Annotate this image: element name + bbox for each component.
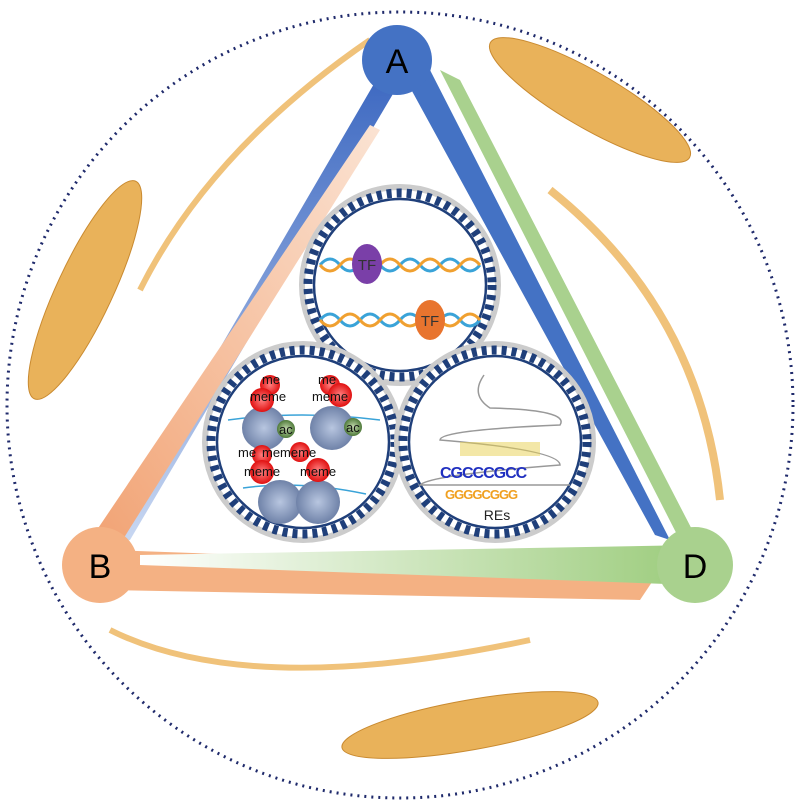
wheat-leaf (547, 186, 724, 501)
motif-logo: CGCCCGCC (440, 465, 528, 482)
tf-label: TF (421, 313, 439, 330)
node-d: D (657, 527, 733, 603)
methyl-mark: meme (244, 464, 280, 479)
node-a-label: A (386, 43, 409, 81)
outer-dotted-circle (5, 10, 795, 800)
nucleosome-icon (258, 480, 302, 524)
methyl-mark: meme (300, 464, 336, 479)
node-b-label: B (89, 548, 112, 586)
regulatory-elements-panel: CGCCCGCC GGGGCGGG REs (394, 341, 596, 543)
res-label: REs (484, 507, 510, 523)
acetyl-mark: ac (346, 420, 360, 435)
nucleosome-icon (296, 480, 340, 524)
transcription-factor-icon (415, 300, 445, 340)
wheat-leaf (108, 627, 531, 671)
tf-panel: TF TF (299, 184, 501, 386)
methyl-mark: meme (250, 389, 286, 404)
dna-strand (418, 374, 570, 486)
tf-label: TF (358, 257, 376, 274)
motif-logo: GGGGCGGG (445, 487, 518, 502)
transcription-factor-icon (352, 244, 382, 284)
dna-helix (318, 257, 482, 273)
methyl-mark: me (262, 372, 280, 387)
nucleosome-icon (310, 406, 354, 450)
methyl-mark: meme (312, 389, 348, 404)
methyl-mark: me (318, 372, 336, 387)
methyl-mark: mememe (262, 445, 316, 460)
dna-helix (318, 312, 482, 328)
edge-b-a-orange (80, 125, 380, 560)
methyl-mark: me (238, 445, 256, 460)
node-a: A (362, 25, 432, 95)
acetyl-mark: ac (279, 422, 293, 437)
wheat-ear-icon (341, 691, 599, 759)
wheat-leaf (137, 37, 372, 292)
wheat-ear-icon (27, 180, 143, 400)
chromatin-panel: me meme ac me meme ac me mememe meme mem… (202, 341, 404, 543)
edge-d-b (140, 545, 695, 585)
wheat-ears (27, 37, 724, 759)
node-b: B (62, 527, 138, 603)
wheat-ear-icon (488, 37, 692, 163)
acetyl-mark-icon (277, 420, 295, 438)
nucleosome-icon (242, 406, 286, 450)
acetyl-mark-icon (344, 418, 362, 436)
edge-a-d-green (440, 70, 700, 560)
node-d-label: D (683, 548, 708, 586)
edge-a-d (395, 60, 670, 540)
